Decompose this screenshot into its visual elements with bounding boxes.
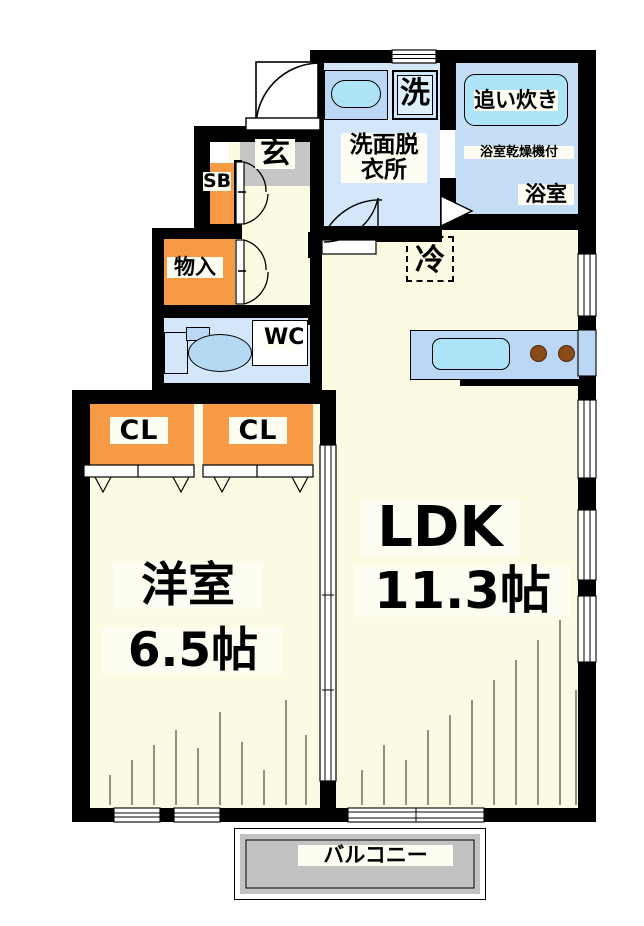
storage-closet-label: 物入 — [167, 257, 223, 278]
washroom-label: 洗面脱衣所 — [341, 133, 427, 183]
lavatory-basin-icon — [331, 80, 381, 108]
refrigerator-space — [406, 236, 454, 282]
ldk-name-label: LDK — [360, 500, 520, 556]
closet-right-label: CL — [229, 417, 287, 444]
oidaki-reheat-tag: 追い炊き — [464, 74, 568, 126]
closet-left-label: CL — [110, 417, 168, 444]
wall-ldk-upper-left — [310, 240, 322, 396]
wall-top-right-side — [578, 50, 596, 222]
washing-machine-inner — [397, 75, 433, 115]
wall-ldk-bottom — [320, 808, 596, 822]
wall-entry-left — [194, 126, 210, 236]
wall-monoire-bottom — [152, 305, 244, 318]
wall-left-outer — [72, 390, 90, 822]
wall-toilet-bottom — [152, 383, 322, 396]
toilet-label: WC — [264, 325, 305, 350]
wall-washroom-bath-divider — [440, 50, 456, 130]
wall-right-outer — [578, 214, 596, 822]
wall-top-outer-right — [318, 50, 596, 63]
wall-bedroom-bottom — [72, 808, 322, 822]
wall-toilet-left — [152, 305, 164, 395]
toilet-bowl-icon — [188, 334, 252, 372]
shoe-box-label: SB — [203, 170, 232, 192]
bath-label: 浴室 — [518, 184, 574, 205]
wall-bedroom-ldk-divider — [320, 390, 336, 445]
entrance-door-swing-icon — [245, 61, 321, 131]
wall-toilet-top-strip — [240, 305, 322, 318]
washing-machine-label: 洗 — [400, 76, 430, 111]
stove-burner-left-icon — [530, 345, 547, 362]
ldk-size-label: 11.3帖 — [355, 566, 570, 617]
stove-burner-right-icon — [558, 345, 575, 362]
kitchen-sink-icon — [432, 338, 510, 370]
entrance-label: 玄 — [255, 139, 295, 169]
wall-monoire-left — [152, 228, 164, 318]
wall-genkan-step — [194, 224, 242, 238]
wall-bath-bottom — [440, 214, 585, 230]
bedroom-name-label: 洋室 — [113, 562, 263, 609]
bedroom-size-label: 6.5帖 — [103, 627, 283, 674]
balcony-outline — [234, 828, 486, 900]
balcony-label: バルコニー — [298, 845, 453, 866]
toilet-tank-icon — [164, 332, 188, 374]
refrigerator-label: 冷 — [415, 243, 445, 278]
oidaki-label: 追い炊き — [474, 87, 558, 112]
wall-washroom-left — [310, 50, 324, 240]
bath-dryer-feature-label: 浴室乾燥機付 — [464, 146, 574, 159]
wall-sb-right — [234, 160, 242, 232]
